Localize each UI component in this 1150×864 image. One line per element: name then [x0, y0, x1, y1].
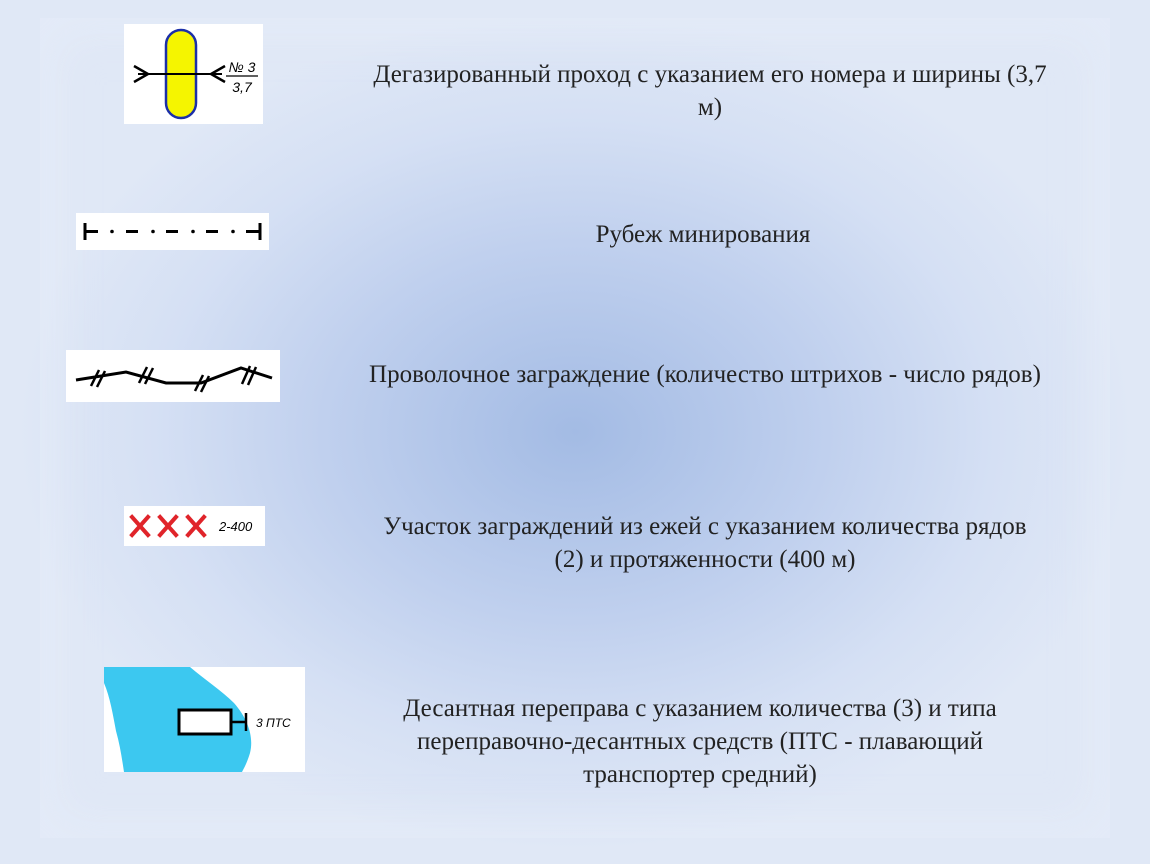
- hedgehog-label: 2-400: [218, 519, 253, 534]
- wire-obstacle-description: Проволочное заграждение (количество штри…: [369, 361, 1041, 388]
- hedgehog-obstacles-icon: 2-400: [124, 506, 265, 546]
- passage-number-label: № 3: [229, 59, 256, 75]
- hedgehog-obstacles-description: Участок заграждений из ежей с указанием …: [383, 513, 1027, 573]
- landing-crossing-icon: 3 ПТС: [104, 667, 305, 772]
- degassed-passage-icon: № 3 3,7: [124, 24, 263, 124]
- landing-crossing-label: 3 ПТС: [256, 716, 291, 730]
- mining-line-icon: [76, 213, 269, 250]
- landing-crossing-description: Десантная переправа с указанием количест…: [403, 695, 997, 788]
- mining-line-description: Рубеж минирования: [595, 221, 811, 248]
- wire-obstacle-icon: [66, 350, 280, 402]
- passage-width-label: 3,7: [232, 79, 253, 95]
- degassed-passage-description: Дегазированный проход с указанием его но…: [373, 61, 1047, 121]
